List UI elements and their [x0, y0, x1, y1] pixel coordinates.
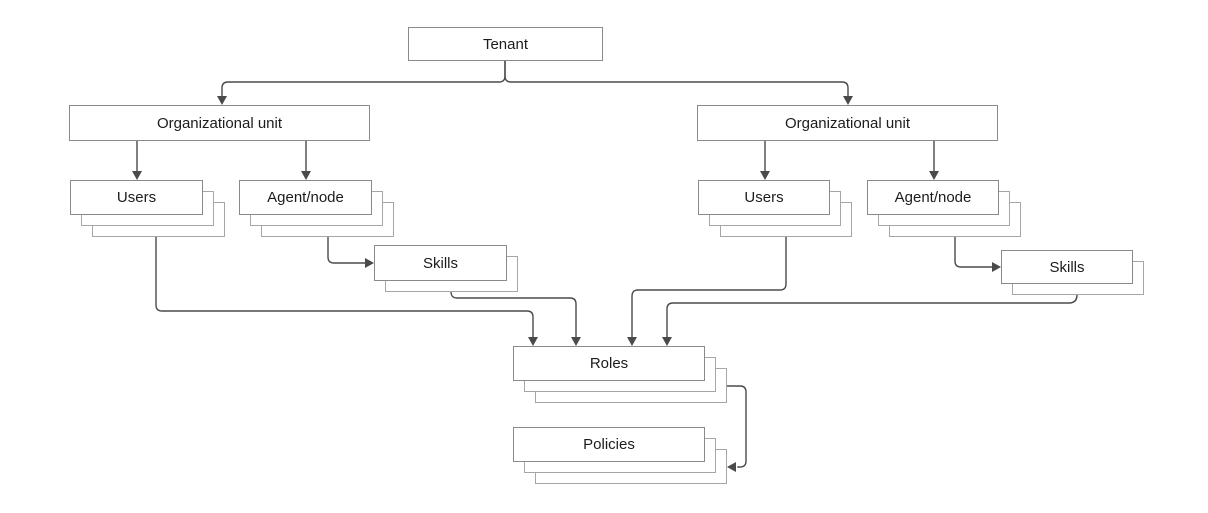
roles-label: Roles	[589, 355, 629, 372]
agent-node-right-label: Agent/node	[894, 189, 972, 206]
users-left-box: Users	[70, 180, 203, 215]
users-left-label: Users	[116, 189, 157, 206]
skills-left-box: Skills	[374, 245, 507, 281]
users-right-box: Users	[698, 180, 830, 215]
policies-label: Policies	[583, 436, 635, 453]
tenant-box: Tenant	[408, 27, 603, 61]
org-unit-right-label: Organizational unit	[784, 114, 911, 132]
roles-box: Roles	[513, 346, 705, 381]
agent-node-left-label: Agent/node	[267, 189, 344, 206]
org-unit-left-label: Organizational unit	[156, 114, 283, 132]
agent-node-left-box: Agent/node	[239, 180, 372, 215]
org-unit-right-box: Organizational unit	[697, 105, 998, 141]
users-right-label: Users	[744, 189, 784, 206]
skills-right-box: Skills	[1001, 250, 1133, 284]
agent-node-right-box: Agent/node	[867, 180, 999, 215]
tenant-label: Tenant	[482, 35, 529, 53]
skills-left-label: Skills	[422, 254, 458, 272]
skills-right-label: Skills	[1049, 258, 1085, 276]
org-unit-left-box: Organizational unit	[69, 105, 370, 141]
policies-box: Policies	[513, 427, 705, 462]
